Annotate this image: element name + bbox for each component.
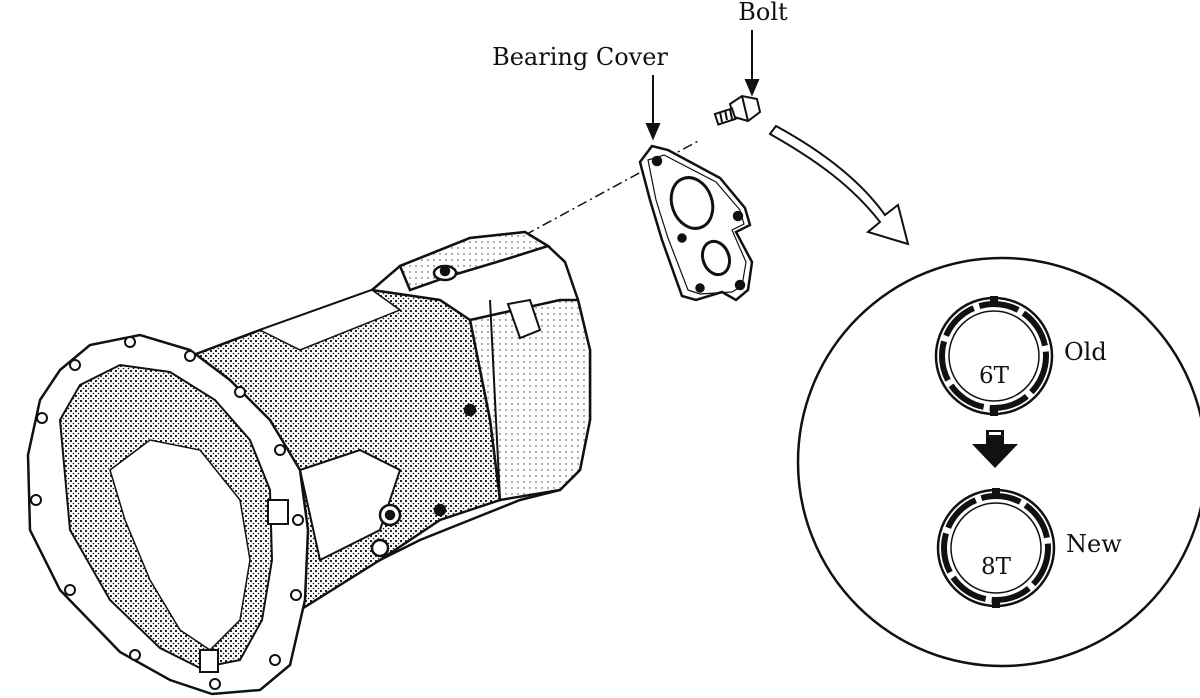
bearing-cover-label: Bearing Cover [492,43,668,71]
old-size-label: 6T [979,363,1010,389]
detail-pointer-arrow [768,124,910,246]
old-label: Old [1064,338,1107,366]
bearing-cover-leader-arrow [645,75,661,141]
new-label: New [1066,530,1122,558]
new-bearing-cover-marking [936,488,1056,608]
bolt-label: Bolt [738,0,788,26]
bolt-leader-arrow [744,30,760,97]
transmission-housing [26,230,592,696]
change-arrow-icon [972,430,1018,468]
old-bearing-cover-marking [934,296,1054,416]
bolt-part [713,94,762,126]
detail-view: 6T Old 8T New [796,256,1200,668]
new-size-label: 8T [981,554,1012,580]
bearing-cover-part [638,144,754,302]
